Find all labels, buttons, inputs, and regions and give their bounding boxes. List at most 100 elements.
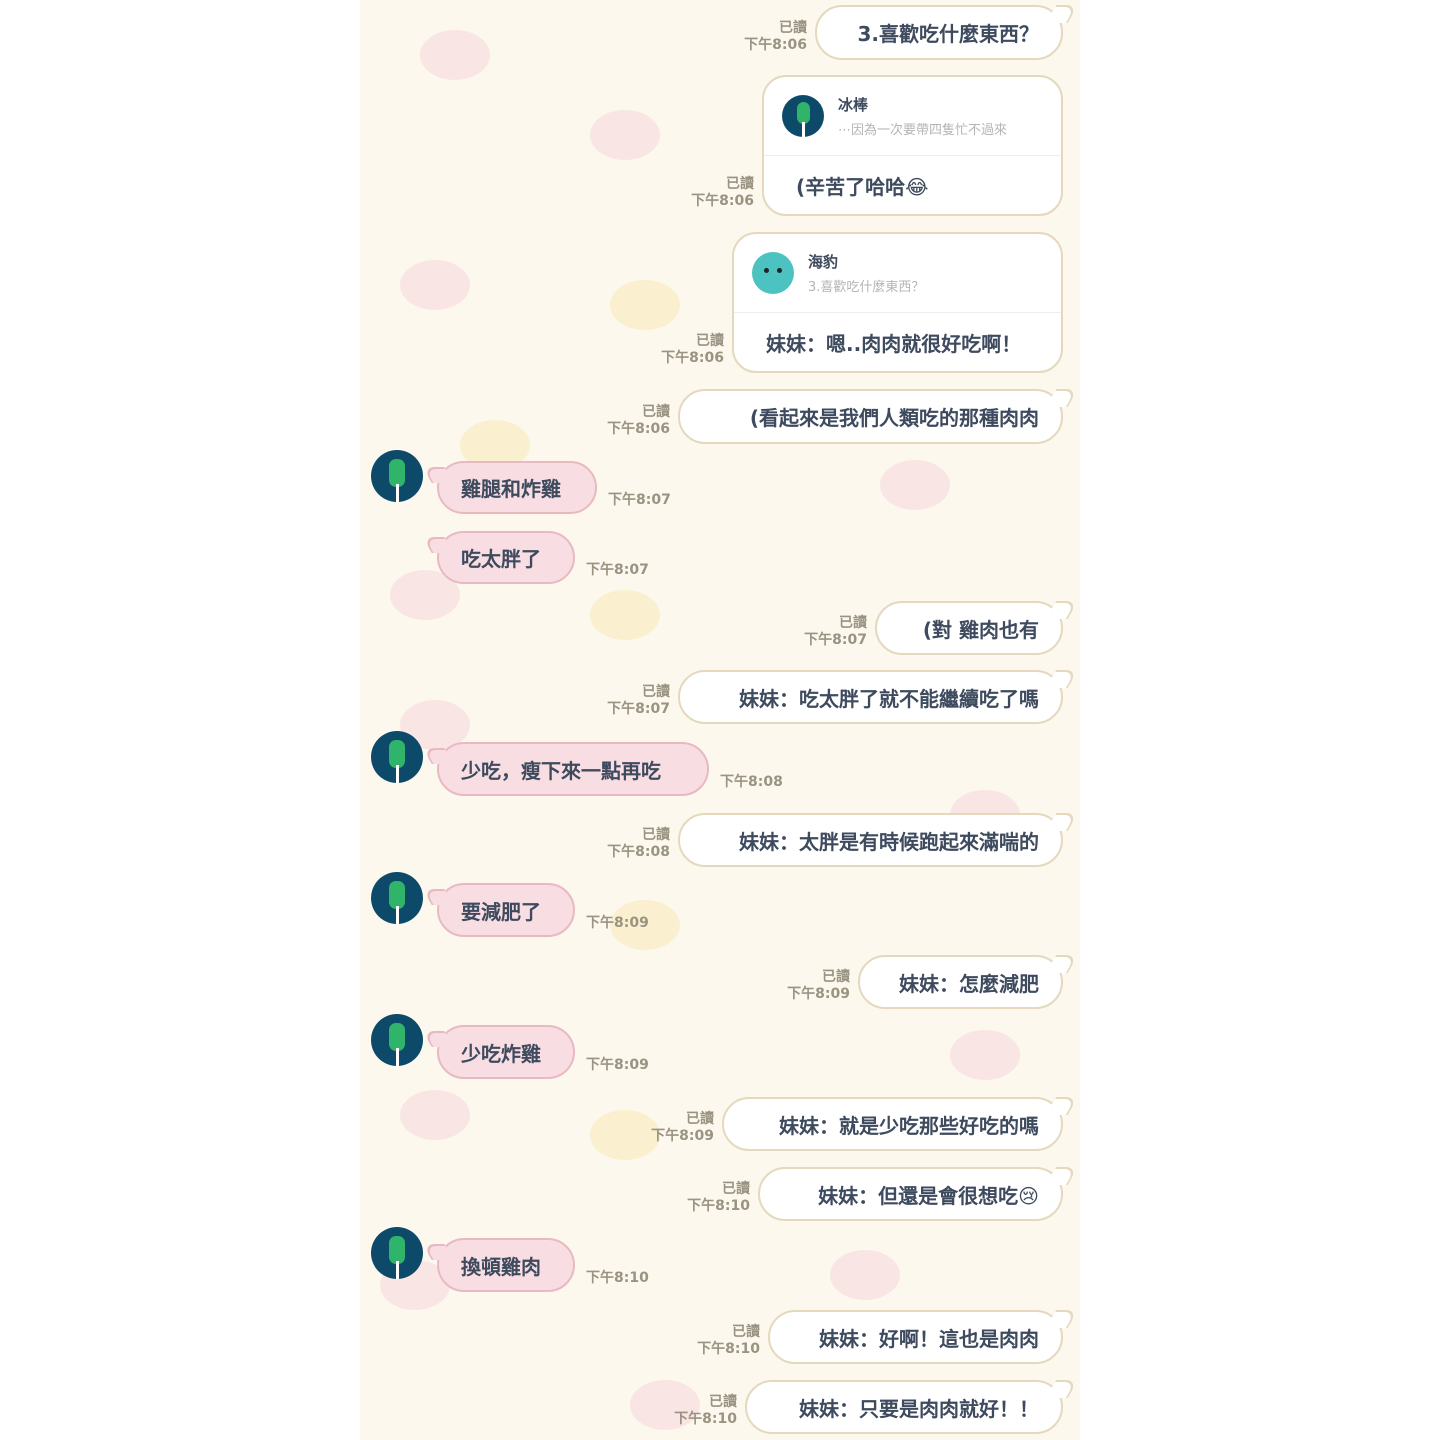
read-receipt: 已讀 [732,1324,760,1340]
read-receipt: 已讀 [839,615,867,631]
sent-message-bubble[interactable]: 3.喜歡吃什麼東西？ [815,5,1063,60]
message-time: 下午8:07 [607,701,670,717]
popsicle-avatar[interactable] [371,450,423,502]
background-sticker-decoration [400,1090,470,1140]
message-meta: 已讀下午8:10 [697,1324,760,1358]
background-sticker-decoration [610,900,680,950]
background-sticker-decoration [400,260,470,310]
sent-message-bubble[interactable]: 妹妹：太胖是有時候跑起來滿喘的 [678,813,1063,867]
reply-sender-name: 海豹 [808,253,839,271]
message-time: 下午8:07 [608,492,671,508]
message-time: 下午8:06 [607,421,670,437]
background-sticker-decoration [590,1110,660,1160]
read-receipt: 已讀 [722,1181,750,1197]
received-message-bubble[interactable]: 少吃炸雞 [437,1025,575,1079]
read-receipt: 已讀 [642,827,670,843]
popsicle-avatar[interactable] [371,1014,423,1066]
read-receipt: 已讀 [642,404,670,420]
received-message-bubble[interactable]: 少吃，瘦下來一點再吃 [437,742,709,796]
popsicle-icon [389,1236,405,1264]
popsicle-stick [396,1048,399,1066]
sent-message-bubble[interactable]: 妹妹：好啊！這也是肉肉 [768,1310,1063,1364]
message-text: 妹妹：就是少吃那些好吃的嗎 [779,1113,1039,1138]
message-text: 少吃，瘦下來一點再吃 [461,758,661,783]
message-time: 下午8:09 [787,986,850,1002]
message-text: 雞腿和炸雞 [461,477,561,501]
background-sticker-decoration [950,1030,1020,1080]
message-text: (看起來是我們人類吃的那種肉肉 [749,406,1039,430]
read-receipt: 已讀 [779,20,807,36]
popsicle-avatar[interactable] [371,731,423,783]
received-message-bubble[interactable]: 要減肥了 [437,883,575,937]
popsicle-avatar[interactable] [371,1227,423,1279]
popsicle-icon [389,881,405,909]
reply-quote-text: 冰棒 ⋯因為一次要帶四隻忙不過來 [838,94,1007,138]
sent-message-bubble[interactable]: 妹妹：怎麼減肥 [858,955,1063,1009]
message-meta: 已讀下午8:06 [661,333,724,367]
sent-message-bubble[interactable]: (對 雞肉也有 [875,601,1063,655]
message-time: 下午8:07 [586,562,649,578]
message-meta: 已讀下午8:09 [787,969,850,1003]
popsicle-stick [396,484,399,502]
message-time: 下午8:09 [586,1057,649,1073]
background-sticker-decoration [830,1250,900,1300]
sent-message-bubble[interactable]: 妹妹：只要是肉肉就好！！ [745,1380,1063,1434]
received-message-bubble[interactable]: 吃太胖了 [437,531,575,584]
background-sticker-decoration [420,30,490,80]
reply-sender-name: 冰棒 [838,96,869,114]
message-time: 下午8:10 [674,1411,737,1427]
read-receipt: 已讀 [726,176,754,192]
message-meta: 已讀下午8:06 [744,20,807,54]
message-time: 下午8:10 [687,1198,750,1214]
background-sticker-decoration [880,460,950,510]
message-text: 妹妹：怎麼減肥 [899,971,1039,996]
seal-avatar [752,252,794,294]
message-text: 3.喜歡吃什麼東西？ [857,22,1039,46]
message-time: 下午8:09 [651,1128,714,1144]
sent-message-bubble[interactable]: (看起來是我們人類吃的那種肉肉 [678,389,1063,444]
background-sticker-decoration [630,1380,700,1430]
sent-message-bubble[interactable]: 妹妹：吃太胖了就不能繼續吃了嗎 [678,670,1063,724]
popsicle-avatar [782,95,824,137]
message-text: (對 雞肉也有 [922,617,1039,642]
message-text: 吃太胖了 [461,547,541,571]
popsicle-stick [396,765,399,783]
popsicle-icon [797,102,810,124]
message-text: (辛苦了哈哈😂 [796,174,929,199]
message-time: 下午8:08 [607,844,670,860]
seal-eye-icon [777,268,782,273]
message-meta: 下午8:08 [720,774,783,791]
popsicle-stick [396,906,399,924]
background-sticker-decoration [590,110,660,160]
sent-message-bubble[interactable]: 妹妹：就是少吃那些好吃的嗎 [722,1097,1063,1151]
message-text: 妹妹：吃太胖了就不能繼續吃了嗎 [739,686,1039,711]
reply-quote-header[interactable]: 冰棒 ⋯因為一次要帶四隻忙不過來 [764,77,1061,156]
read-receipt: 已讀 [642,684,670,700]
message-text: 妹妹：但還是會很想吃😢 [818,1183,1039,1208]
reply-quoted-message: ⋯因為一次要帶四隻忙不過來 [838,123,1008,138]
popsicle-stick [802,122,805,137]
message-meta: 下午8:09 [586,1057,649,1074]
sent-message-bubble[interactable]: 妹妹：但還是會很想吃😢 [758,1167,1063,1221]
message-meta: 已讀下午8:06 [691,176,754,210]
message-meta: 下午8:07 [608,492,671,509]
message-meta: 已讀下午8:06 [607,404,670,438]
reply-message-bubble[interactable]: 冰棒 ⋯因為一次要帶四隻忙不過來 (辛苦了哈哈😂 [762,75,1063,216]
message-time: 下午8:07 [804,632,867,648]
popsicle-icon [389,1023,405,1051]
message-time: 下午8:06 [744,37,807,53]
popsicle-avatar[interactable] [371,872,423,924]
message-meta: 已讀下午8:08 [607,827,670,861]
message-text: 妹妹：嗯..肉肉就很好吃啊！ [766,331,1022,356]
message-text: 妹妹：只要是肉肉就好！！ [799,1396,1039,1421]
popsicle-icon [389,740,405,768]
message-time: 下午8:09 [586,915,649,931]
message-time: 下午8:10 [586,1270,649,1286]
received-message-bubble[interactable]: 雞腿和炸雞 [437,461,597,514]
message-text: 要減肥了 [461,899,541,924]
received-message-bubble[interactable]: 換頓雞肉 [437,1238,575,1292]
